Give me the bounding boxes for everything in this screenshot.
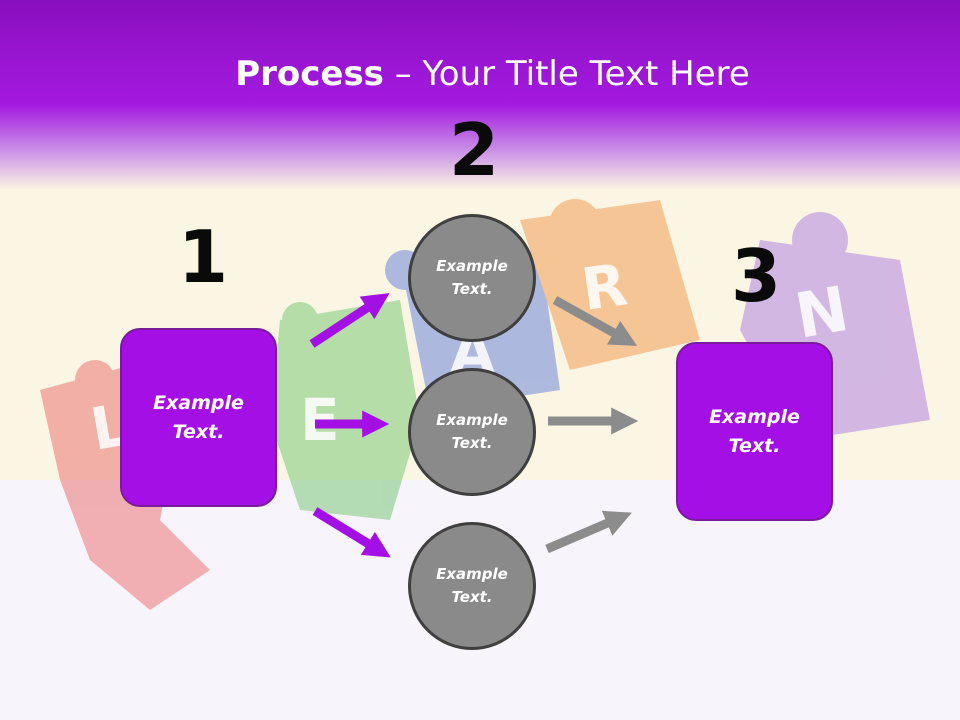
circle-bottom-line-1: Example xyxy=(436,565,508,583)
step-1-text: Example Text. xyxy=(153,389,244,447)
circle-top-line-2: Text. xyxy=(451,280,493,298)
step-3-text-line-2: Text. xyxy=(728,434,781,457)
circle-bottom-text: Example Text. xyxy=(436,563,508,609)
title-rest: – Your Title Text Here xyxy=(383,54,750,94)
step-1-text-line-2: Text. xyxy=(172,420,225,443)
circle-top-line-1: Example xyxy=(436,257,508,275)
step-2-circle-bottom: Example Text. xyxy=(408,522,536,650)
step-2-circle-middle: Example Text. xyxy=(408,368,536,496)
circle-top-text: Example Text. xyxy=(436,255,508,301)
arrow-from-circle-bottom xyxy=(545,510,632,554)
title-bold: Process xyxy=(235,54,384,94)
step-3-number: 3 xyxy=(731,234,782,318)
circle-bottom-line-2: Text. xyxy=(451,588,493,606)
puzzle-letter-n: N xyxy=(790,272,854,353)
puzzle-letter-r: R xyxy=(577,250,631,324)
step-2-number: 2 xyxy=(449,108,500,192)
step-3-text: Example Text. xyxy=(709,403,800,461)
step-3-box: Example Text. xyxy=(676,342,833,521)
slide-title: Process – Your Title Text Here xyxy=(0,52,960,96)
step-1-number: 1 xyxy=(178,215,229,299)
circle-middle-text: Example Text. xyxy=(436,409,508,455)
title-banner xyxy=(0,0,960,190)
step-1-box: Example Text. xyxy=(120,328,277,507)
step-1-text-line-1: Example xyxy=(153,391,244,414)
arrow-to-circle-bottom xyxy=(312,507,391,558)
circle-middle-line-1: Example xyxy=(436,411,508,429)
arrow-to-circle-top xyxy=(309,293,390,348)
step-2-circle-top: Example Text. xyxy=(408,214,536,342)
circle-middle-line-2: Text. xyxy=(451,434,493,452)
arrow-from-circle-top xyxy=(552,296,638,346)
step-3-text-line-1: Example xyxy=(709,405,800,428)
